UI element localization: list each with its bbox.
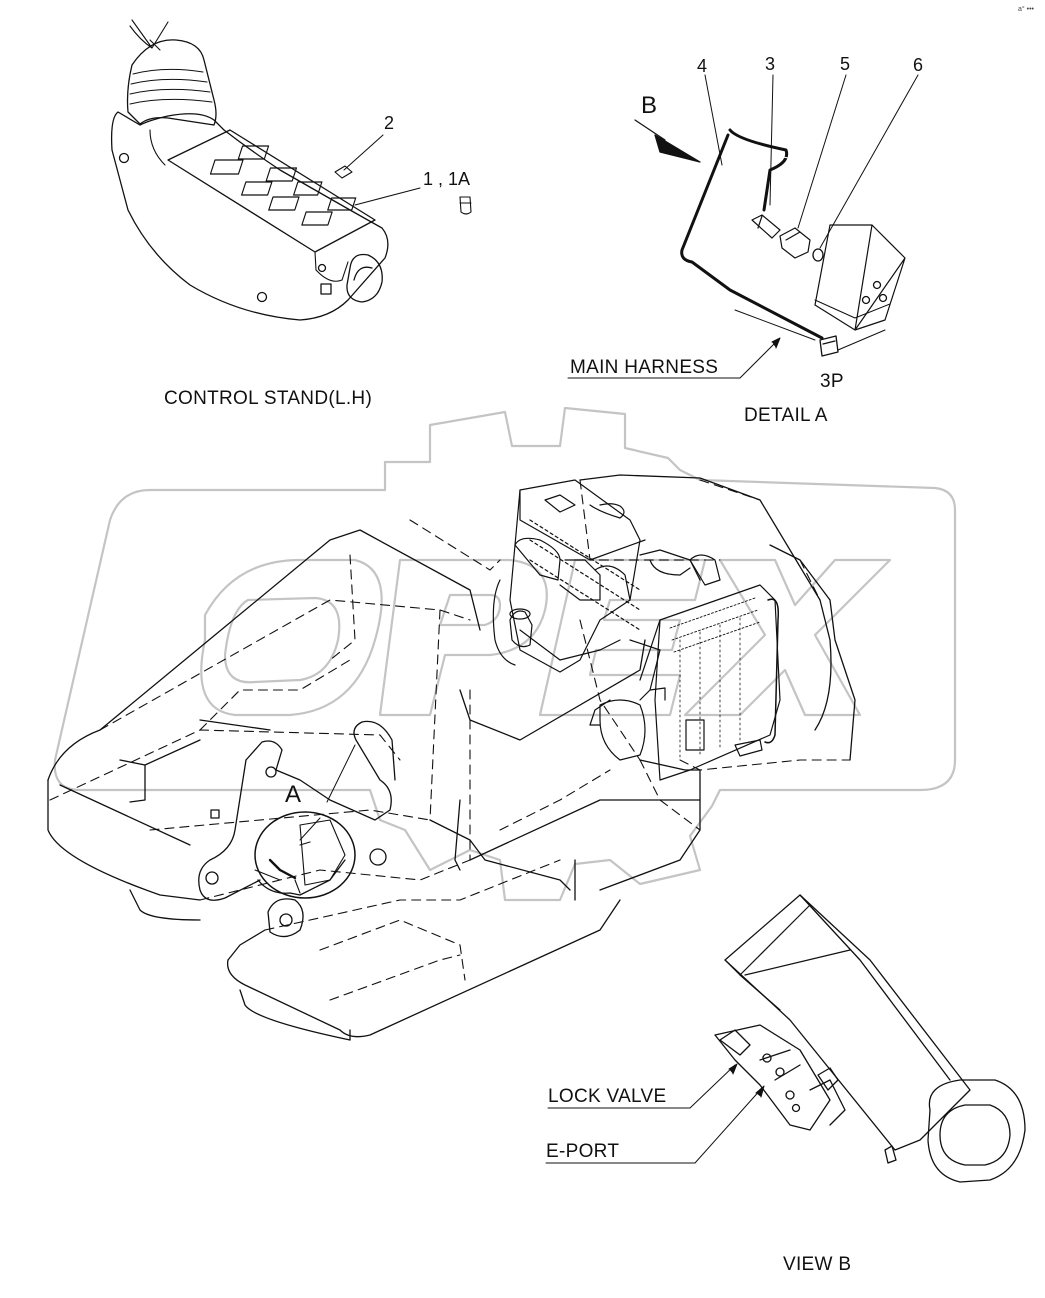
opex-watermark [53,406,957,902]
chassis-hidden-lines [49,479,851,1001]
leader-part-2 [343,134,384,171]
switch-buttons [209,145,357,226]
leader-part-1 [354,187,421,206]
valve-fitting-lower [817,1067,897,1164]
corner-mark: a° ••• [1018,6,1034,13]
stand-bolt-hole-3 [317,263,327,273]
part-number-6: 6 [913,55,924,75]
part-number-5: 5 [840,54,851,74]
cylinder-shell-lines [739,894,951,1081]
leader-main-harness [567,339,779,379]
detail-a-caption: DETAIL A [744,405,828,426]
stand-bolt-hole-2 [256,291,268,303]
valve-port-a [762,1053,772,1063]
detail-a-drawing [567,74,919,379]
fitting-part-3 [751,214,781,239]
part-number-1-1a: 1 , 1A [423,169,471,189]
bulb-part-1a [459,196,472,215]
view-b-arrow [634,119,666,141]
detail-a-callout-label: A [285,781,302,808]
chassis-solid-lines [47,474,856,1041]
control-stand-cables [129,19,169,51]
part-number-4: 4 [697,56,708,76]
stand-front-knob [346,253,383,303]
valve-port-2 [878,293,888,303]
lock-valve-body [714,1024,831,1131]
watermark-letter-o [200,558,383,717]
stand-small-block [320,283,332,295]
adapter-part-5 [779,227,811,259]
view-b-drawing [545,894,1026,1183]
harness-wire-4-inner [685,136,789,251]
cylinder-body [724,894,971,1151]
engine-assembly [492,479,721,761]
connector-3p-label: 3P [820,371,844,392]
machine-drawing [47,474,856,1041]
leader-e-port [545,1087,763,1164]
leader-lock-valve [547,1064,736,1109]
control-stand-body [110,111,389,321]
lock-valve-details [719,1029,846,1126]
harness-wire-4 [680,128,824,340]
control-stand-drawing [110,19,472,321]
joystick-boot [126,39,217,126]
leader-lock-valve-arrow [728,1063,738,1075]
harness-connector-3p [819,335,839,357]
e-port-label: E-PORT [546,1141,620,1162]
view-b-arrowhead [654,134,701,163]
part-number-2: 2 [384,113,395,133]
cylinder-end-outer [927,1079,1026,1183]
stand-bolt-hole-1 [118,152,130,164]
watermark-gear-outline [53,406,957,902]
o-ring-part-6 [812,248,824,262]
lock-valve-label: LOCK VALVE [548,1086,667,1107]
leader-part-4 [704,74,723,166]
radiator [649,584,781,781]
control-stand-caption: CONTROL STAND(L.H) [164,388,373,409]
part-number-3: 3 [765,54,776,74]
part-2-switch-icon [334,165,353,179]
watermark-letter-p [378,558,548,717]
leader-e-port-arrow [755,1085,765,1098]
cylinder-end-inner [939,1104,1011,1166]
joystick-boot-folds [129,68,213,105]
control-stand-top-rim [149,129,349,282]
boom-bracket [198,720,396,938]
view-b-caption: VIEW B [783,1254,852,1275]
main-harness-label: MAIN HARNESS [570,357,719,378]
detail-a-circle [254,744,356,899]
harness-line-lower [734,309,886,351]
watermark-letter-e [538,558,707,717]
valve-block [814,224,906,331]
valve-port-1 [872,280,882,290]
watermark-letter-x [683,558,892,717]
valve-block-faces [814,299,891,319]
leader-main-harness-arrow [771,337,781,349]
leader-part-5 [797,74,847,229]
valve-port-d [791,1103,801,1113]
valve-port-b [775,1067,785,1077]
valve-port-3 [861,295,871,305]
view-b-arrow-label: B [641,92,658,119]
control-stand-top-panel [167,129,376,253]
leader-part-3 [769,74,774,206]
leader-part-6 [819,74,919,249]
valve-port-c [785,1090,795,1100]
cylinder-cap-rings [724,904,851,976]
